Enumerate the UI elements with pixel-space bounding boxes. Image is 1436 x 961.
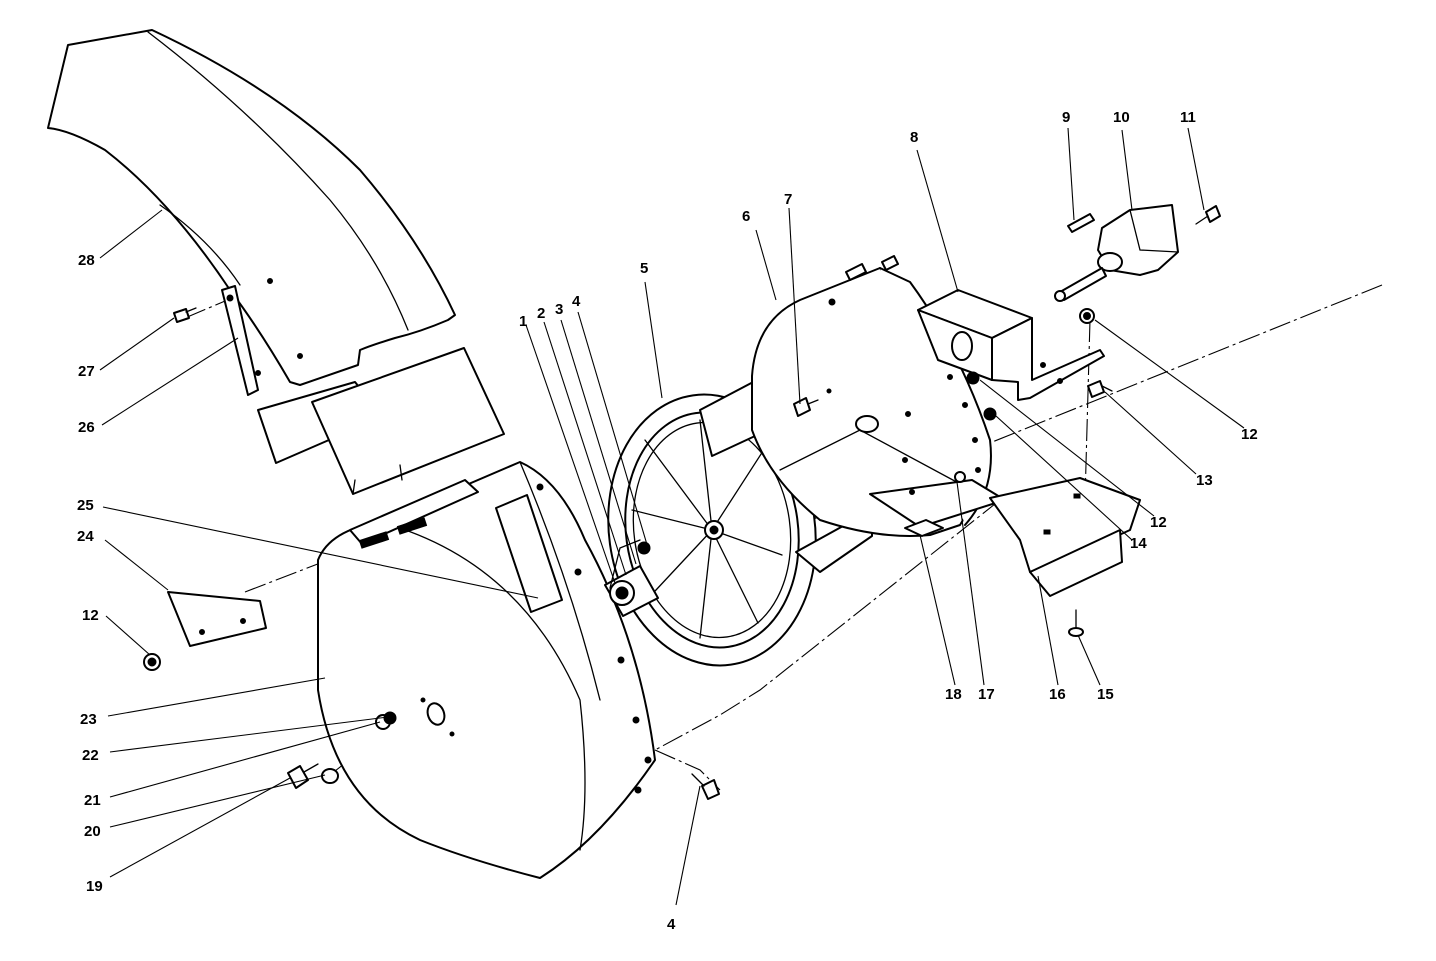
callout-15: 15	[1097, 686, 1114, 703]
callout-17: 17	[978, 686, 995, 703]
callout-6: 6	[742, 208, 750, 225]
chute-bracket-26	[221, 285, 261, 396]
bracket-24	[167, 591, 267, 647]
bolt-19	[287, 765, 309, 789]
gearbox-bracket-8	[917, 289, 1105, 401]
bolt-13	[1087, 380, 1113, 398]
callout-3: 3	[555, 301, 563, 318]
callout-23: 23	[80, 711, 97, 728]
callout-20: 20	[84, 823, 101, 840]
callout-4-lower: 4	[667, 916, 676, 933]
rivet-27	[173, 307, 197, 323]
callout-16: 16	[1049, 686, 1066, 703]
callout-4: 4	[572, 293, 581, 310]
callout-25: 25	[77, 497, 94, 514]
callout-13: 13	[1196, 472, 1213, 489]
discharge-chute-28	[47, 29, 456, 386]
bolt-11	[1195, 205, 1221, 225]
lockwasher-20	[321, 768, 339, 784]
callout-8: 8	[910, 129, 918, 146]
callout-2: 2	[537, 305, 545, 322]
callout-7: 7	[784, 191, 792, 208]
blower-housing-back-6	[751, 255, 1006, 537]
locknuts-12-14	[966, 371, 997, 421]
centerline-nut-12	[1084, 319, 1091, 501]
callout-12-middle: 12	[1150, 514, 1167, 531]
impeller-5	[607, 369, 873, 667]
locknut-12-left	[143, 653, 161, 671]
callout-28: 28	[78, 252, 95, 269]
callout-26: 26	[78, 419, 95, 436]
callout-24: 24	[77, 528, 94, 545]
callout-12-left: 12	[82, 607, 99, 624]
centerline-lower	[654, 499, 1001, 751]
clip-18	[904, 519, 944, 537]
callout-labels: 1 2 3 4 5 6 7 8 9 10 11 12 13 12 14 15 1…	[77, 109, 1258, 933]
callout-12-upper: 12	[1241, 426, 1258, 443]
chute-extension	[257, 347, 505, 495]
blower-housing-front-23	[317, 461, 656, 879]
nut-22	[383, 711, 397, 725]
locknut-12-right	[1079, 308, 1095, 324]
key-9	[1067, 213, 1095, 233]
gearbox-10	[1054, 204, 1179, 302]
callout-1: 1	[519, 313, 527, 330]
callout-19: 19	[86, 878, 103, 895]
callout-21: 21	[84, 792, 101, 809]
bearing-hub-1-4	[604, 539, 659, 617]
callout-9: 9	[1062, 109, 1070, 126]
carriage-bolt-15	[1068, 609, 1084, 637]
leader-1	[525, 324, 616, 584]
callout-14: 14	[1130, 535, 1147, 552]
nut-17	[954, 471, 966, 483]
callout-27: 27	[78, 363, 95, 380]
callout-10: 10	[1113, 109, 1130, 126]
bolt-4-lower	[691, 773, 720, 800]
mounting-plate-16	[989, 477, 1141, 597]
callout-18: 18	[945, 686, 962, 703]
callout-5: 5	[640, 260, 648, 277]
callout-11: 11	[1180, 109, 1196, 126]
leader-lines	[99, 127, 1245, 906]
callout-22: 22	[82, 747, 99, 764]
screw-7	[793, 388, 832, 417]
